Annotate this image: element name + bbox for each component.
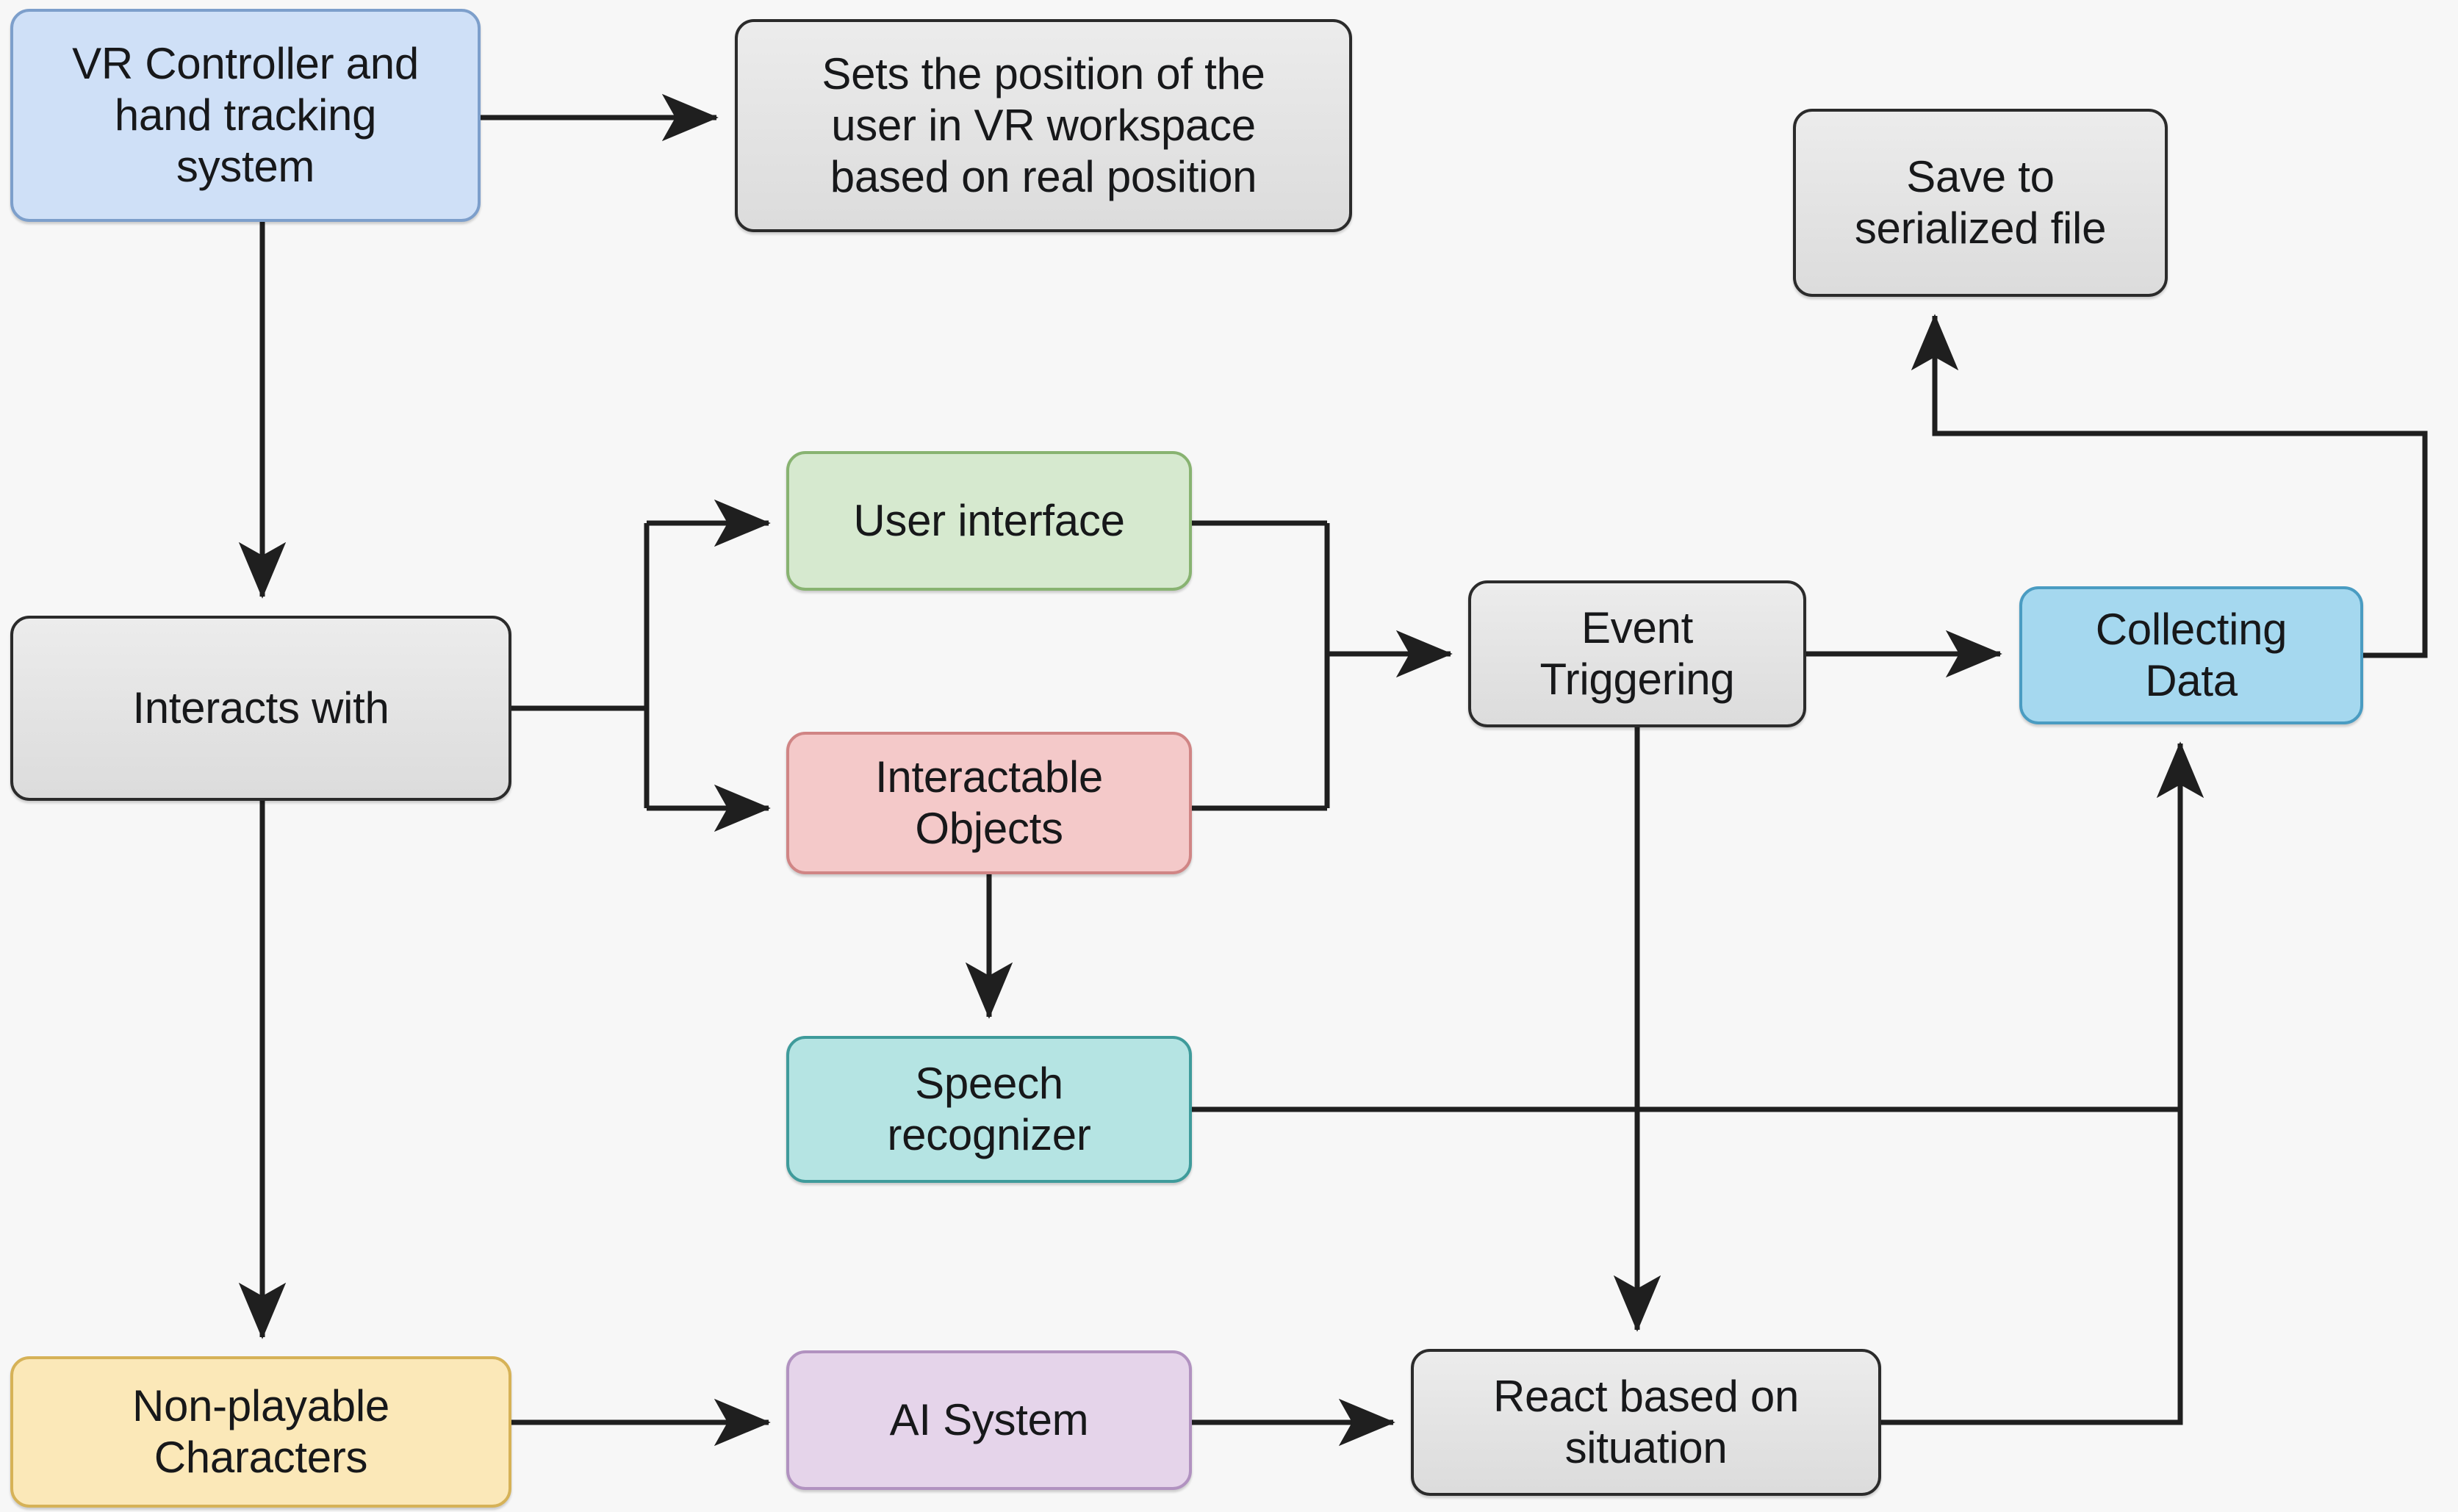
node-non-playable-characters[interactable]: Non-playable Characters: [10, 1356, 511, 1508]
node-user-interface[interactable]: User interface: [786, 451, 1192, 591]
node-sets-position[interactable]: Sets the position of the user in VR work…: [735, 19, 1352, 232]
edge-collecting-to-save: [1911, 314, 2428, 658]
node-interactable-objects[interactable]: Interactable Objects: [786, 732, 1192, 874]
node-collecting-data[interactable]: Collecting Data: [2019, 586, 2363, 724]
node-event-triggering[interactable]: Event Triggering: [1468, 580, 1806, 727]
node-interacts-with[interactable]: Interacts with: [10, 616, 511, 801]
node-vr-controller[interactable]: VR Controller and hand tracking system: [10, 9, 481, 222]
node-speech-recognizer[interactable]: Speech recognizer: [786, 1036, 1192, 1183]
node-ai-system[interactable]: AI System: [786, 1350, 1192, 1490]
edge-react-to-collecting: [1881, 741, 2204, 1425]
node-save-serialized[interactable]: Save to serialized file: [1793, 109, 2168, 297]
node-react-situation[interactable]: React based on situation: [1411, 1349, 1881, 1496]
